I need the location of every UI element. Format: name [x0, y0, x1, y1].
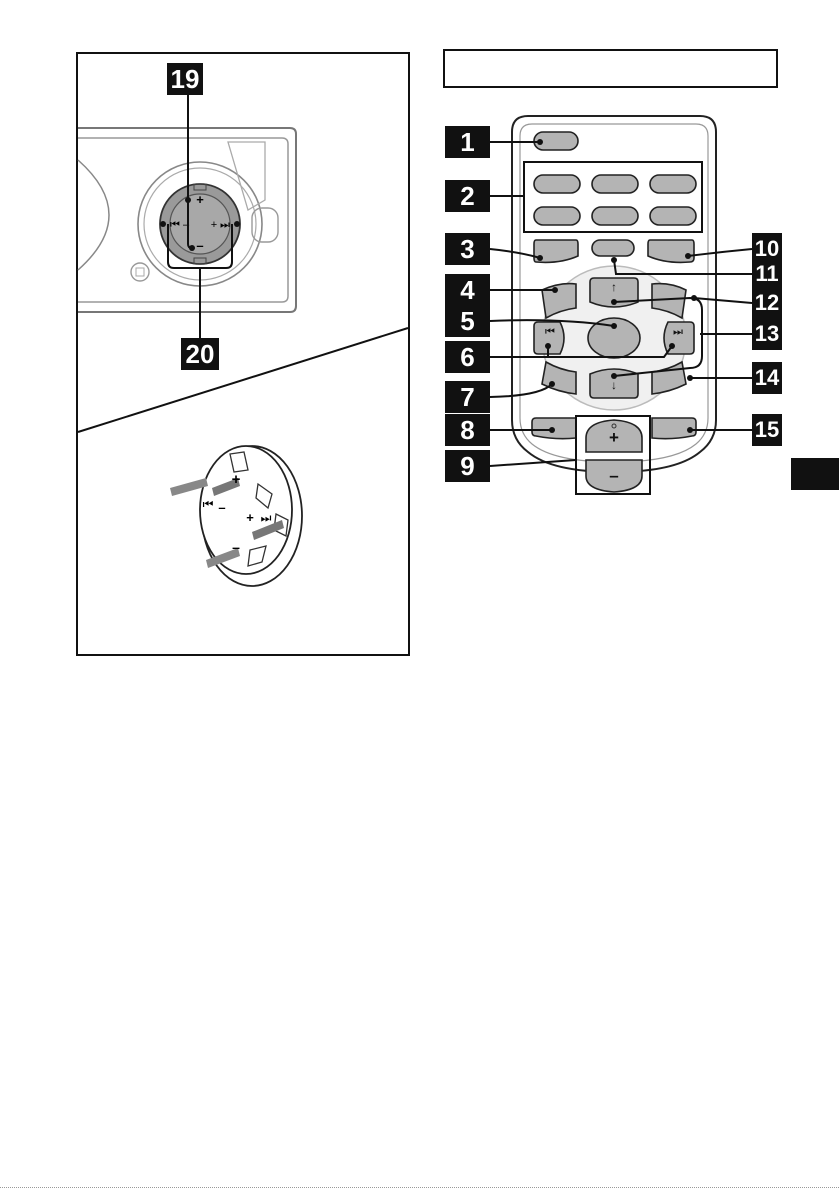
callout-13: 13: [752, 318, 782, 350]
callout-14: 14: [752, 362, 782, 394]
remote-next-icon: ⏭: [668, 326, 688, 339]
remote-preset-button-2[interactable]: [592, 175, 638, 193]
dial-minus-left-icon: –: [218, 500, 225, 515]
callout-5: 5: [445, 305, 490, 337]
dial-plus-right-icon: +: [246, 510, 254, 525]
section-edge-tab: [791, 458, 839, 490]
unit-plus-icon: +: [196, 192, 204, 207]
callout-9: 9: [445, 450, 490, 482]
dial-prev-icon: ⏮: [203, 497, 214, 511]
callout-8: 8: [445, 414, 490, 446]
remote-preset-button-4[interactable]: [534, 207, 580, 225]
dial-next-icon: ⏭: [261, 511, 272, 525]
unit-prev-icon: ⏮: [170, 219, 180, 231]
remote-preset-button-6[interactable]: [650, 207, 696, 225]
callout-6: 6: [445, 341, 490, 373]
bottom-rule: [0, 1187, 839, 1188]
unit-plus-right-icon: +: [211, 219, 217, 231]
callout-15: 15: [752, 414, 782, 446]
svg-text:20: 20: [186, 339, 215, 369]
callout-3: 3: [445, 233, 490, 265]
dial-minus-icon: –: [232, 539, 240, 555]
dial-plus-icon: +: [232, 471, 241, 488]
right-figure-title-box: [443, 49, 778, 88]
remote-prev-icon: ⏮: [540, 326, 560, 339]
callout-19: 19: [167, 63, 203, 95]
callout-20: 20: [181, 338, 219, 370]
remote-up-icon: ↑: [607, 280, 621, 294]
dial-closeup: [170, 446, 302, 586]
remote-down-icon: ↓: [607, 378, 621, 392]
remote-preset-button-5[interactable]: [592, 207, 638, 225]
callout-4: 4: [445, 274, 490, 306]
remote-preset-button-1[interactable]: [534, 175, 580, 193]
remote-volume-minus-icon: –: [604, 466, 624, 486]
callout-7: 7: [445, 381, 490, 413]
svg-text:19: 19: [171, 64, 200, 94]
remote-volume-plus-icon: +: [604, 428, 624, 448]
remote-button-11[interactable]: [592, 240, 634, 256]
callout-12: 12: [752, 287, 782, 319]
callout-2: 2: [445, 180, 490, 212]
unit-minus-icon: –: [196, 238, 203, 253]
remote-preset-button-3[interactable]: [650, 175, 696, 193]
callout-1: 1: [445, 126, 490, 158]
callout-11: 11: [752, 258, 782, 290]
unit-next-icon: ⏭: [220, 219, 230, 231]
remote-button-10[interactable]: [648, 240, 694, 262]
